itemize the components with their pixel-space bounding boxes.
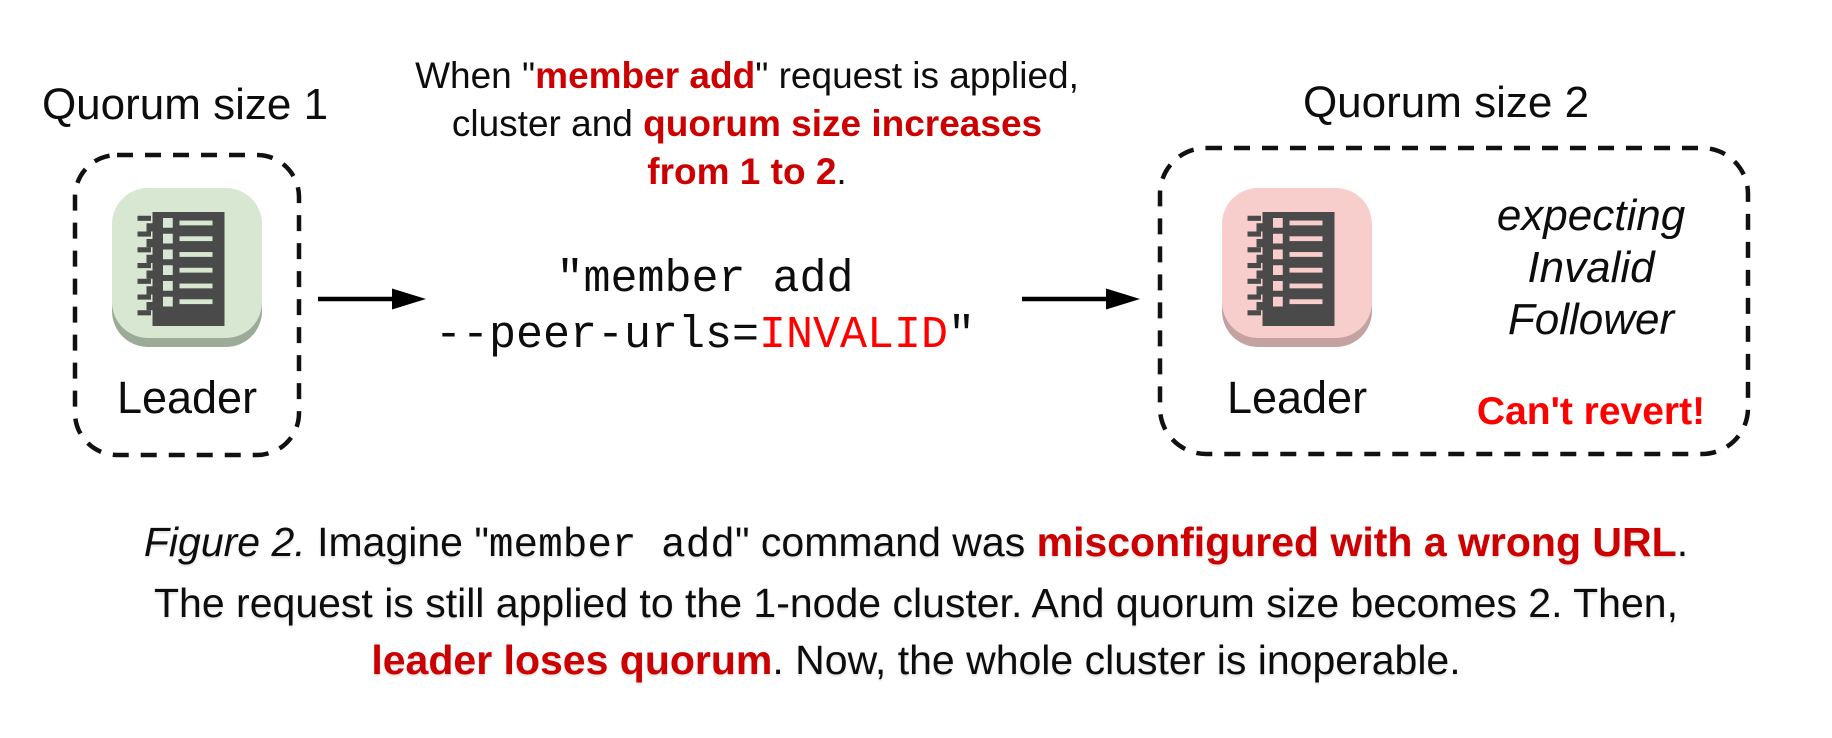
cant-revert-warning: Can't revert! xyxy=(1476,390,1706,433)
side-note-line: expecting xyxy=(1496,191,1686,240)
leader-label: Leader xyxy=(116,372,258,423)
side-note-line: Follower xyxy=(1507,295,1675,344)
dashed-border xyxy=(1157,145,1751,457)
member-add-command: "member add--peer-urls=INVALID" xyxy=(434,254,976,361)
figure-caption: Figure 2. Imagine "member add" command w… xyxy=(143,519,1689,683)
member-add-note: When "member add" request is applied,clu… xyxy=(415,55,1079,192)
right-arrow-icon xyxy=(1022,288,1140,310)
side-note-line: Invalid xyxy=(1527,243,1655,292)
left-quorum-title: Quorum size 1 xyxy=(41,80,329,129)
left-cluster-box xyxy=(72,152,302,458)
right-arrow-icon xyxy=(318,288,426,310)
right-quorum-title: Quorum size 2 xyxy=(1302,78,1590,127)
dashed-border xyxy=(72,152,302,458)
leader-label: Leader xyxy=(1226,372,1368,423)
expecting-follower-note: expecting Invalid Follower xyxy=(1446,190,1736,346)
log-ledger-icon xyxy=(1222,188,1372,347)
log-ledger-icon xyxy=(112,188,262,347)
right-cluster-box xyxy=(1157,145,1751,457)
